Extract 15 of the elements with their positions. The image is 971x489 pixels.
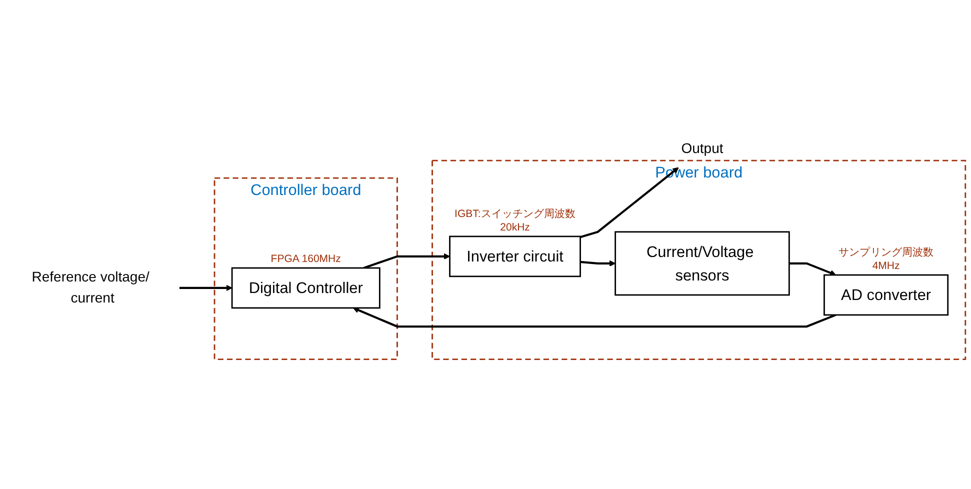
node-text: Reference voltage/ current — [32, 270, 150, 306]
arrow — [580, 260, 616, 266]
node-box: Digital Controller — [231, 267, 380, 309]
node-box: AD converter — [824, 274, 949, 316]
node-box: Inverter circuit — [449, 236, 581, 278]
arrow — [580, 167, 679, 238]
annotation-text: IGBT:スイッチング周波数20kHz — [454, 207, 576, 234]
arrow — [352, 307, 836, 328]
node-text: Output — [681, 140, 724, 156]
arrow — [363, 253, 450, 269]
node-box: Current/Voltage sensors — [614, 231, 790, 296]
annotation-text: サンプリング周波数4MHz — [838, 246, 934, 272]
arrow — [179, 284, 232, 292]
arrow — [789, 262, 836, 276]
annotation-text: FPGA 160MHz — [270, 252, 341, 266]
